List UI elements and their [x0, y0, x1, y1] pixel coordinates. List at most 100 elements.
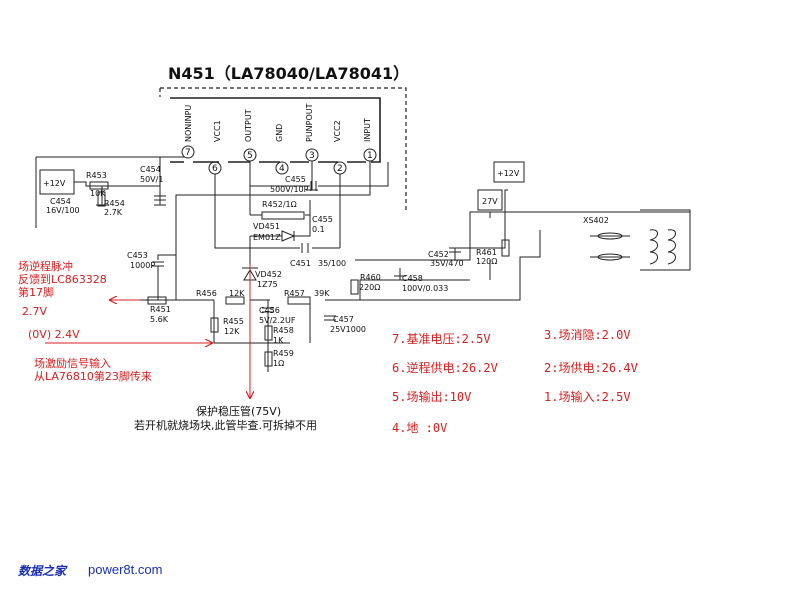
c455-plates — [310, 181, 317, 191]
c452-value: 35V/470 — [430, 259, 464, 268]
c457-label: C457 — [333, 315, 354, 324]
c454a-label: C454 — [140, 165, 161, 174]
r453-body — [89, 181, 109, 190]
c451-label: C451 — [290, 259, 311, 268]
feedback-line-3: 第17脚 — [18, 285, 54, 299]
ic-title: N451（LA78040/LA78041） — [168, 64, 409, 83]
input-line-1: 场激励信号输入 — [34, 356, 111, 370]
supply-right-label: +12V — [497, 169, 520, 178]
pin-5: 5 — [243, 148, 257, 162]
pin-3: 3 — [305, 148, 319, 162]
vd451-label: VD451 — [253, 222, 280, 231]
r459-label: R459 — [273, 349, 294, 358]
pin-3-name: PUNPOUT — [305, 103, 314, 142]
connector-pin-2 — [597, 253, 623, 261]
pin-6: 6 — [208, 161, 222, 175]
pin-2-name: VCC2 — [333, 120, 342, 142]
wiring — [35, 156, 691, 372]
brand-cn: 数据之家 — [18, 564, 68, 578]
feedback-line-1: 场逆程脉冲 — [18, 259, 73, 273]
c456-label: C456 — [259, 306, 280, 315]
pin-4-name: GND — [275, 124, 284, 142]
r453-label: R453 — [86, 171, 107, 180]
r452-label: R452/1Ω — [262, 200, 297, 209]
supply-left-label: +12V — [43, 179, 66, 188]
svg-text:3: 3 — [309, 151, 315, 161]
r451-value: 5.6K — [150, 315, 169, 324]
v27-box — [477, 189, 503, 211]
r454-label: R454 — [104, 199, 125, 208]
ic-pin-labels: NONINPU VCC1 OUTPUT GND PUNPOUT VCC2 INP… — [184, 103, 372, 142]
c453-label: C453 — [127, 251, 148, 260]
vd451-part: EM01Z — [253, 233, 281, 242]
connector-pin-1 — [597, 232, 623, 240]
c458-label: C458 — [402, 274, 423, 283]
pin-7-name: NONINPU — [184, 105, 193, 142]
voltage-pin-5: 5.场输出:10V — [392, 389, 471, 404]
r459-value: 1Ω — [273, 359, 284, 368]
svg-text:4: 4 — [279, 164, 285, 174]
protect-line-2: 若开机就烧场块,此管毕查.可拆掉不用 — [134, 418, 317, 432]
brand-watermark: 数据之家 power8t.com — [18, 562, 162, 578]
pin-2: 2 — [333, 161, 347, 175]
pin-voltage-legend: 7.基准电压:2.5V 6.逆程供电:26.2V 5.场输出:10V 4.地 :… — [392, 328, 638, 435]
ic-outline — [159, 87, 407, 212]
c457-value: 25V1000 — [330, 325, 366, 334]
vd452-label: VD452 — [255, 270, 282, 279]
r460-value: 220Ω — [359, 283, 380, 292]
r455-value: 12K — [224, 327, 240, 336]
c452-plates — [449, 247, 461, 253]
c453-value: 1000P — [130, 261, 155, 270]
pin-1: 1 — [363, 148, 377, 162]
c454b-value: 16V/100 — [46, 206, 80, 215]
supply-left-box — [39, 169, 75, 195]
c458-plates — [394, 275, 406, 281]
svg-text:1: 1 — [367, 151, 373, 161]
voltage-pin-1: 1.场输入:2.5V — [544, 389, 631, 404]
c458-value: 100V/0.033 — [402, 284, 448, 293]
ic-pin-circles: 7 6 5 4 3 2 1 — [181, 145, 377, 175]
pin-5-name: OUTPUT — [244, 109, 253, 142]
c455b-value: 0.1 — [312, 225, 325, 234]
voltage-pin-4: 4.地 :0V — [392, 421, 447, 435]
r459-body — [264, 351, 273, 367]
c455-label: C455 — [285, 175, 306, 184]
svg-text:6: 6 — [212, 164, 218, 174]
r457-label: R457 — [284, 289, 305, 298]
c455b-label: C455 — [312, 215, 333, 224]
c454a-plates — [154, 195, 166, 201]
r458-label: R458 — [273, 326, 294, 335]
v27-label: 27V — [482, 197, 498, 206]
c454a-value: 50V/1 — [140, 175, 163, 184]
svg-text:2: 2 — [337, 164, 343, 174]
pin-7: 7 — [181, 145, 195, 159]
r451-body — [147, 296, 167, 305]
vd452-part: 1Z75 — [257, 280, 278, 289]
r456-body — [225, 296, 245, 305]
r460-label: R460 — [360, 273, 381, 282]
annotations: 场逆程脉冲 反馈到LC863328 第17脚 2.7V (0V) 2.4V 场激… — [18, 259, 317, 432]
r455-label: R455 — [223, 317, 244, 326]
r456-label: R456 — [196, 289, 217, 298]
r461-label: R461 — [476, 248, 497, 257]
feedback-voltage: 2.7V — [22, 305, 47, 318]
vd451-diode — [281, 230, 296, 242]
feedback-line-2: 反馈到LC863328 — [18, 273, 107, 286]
voltage-pin-2: 2:场供电:26.4V — [544, 361, 638, 375]
r460-body — [350, 279, 359, 295]
yoke-coil-2 — [667, 229, 676, 265]
r455-body — [210, 317, 219, 333]
input-line-2: 从LA76810第23脚传来 — [34, 369, 152, 383]
pin-1-name: INPUT — [363, 118, 372, 142]
r452-body — [261, 211, 305, 220]
r458-value: 1K — [273, 336, 284, 345]
svg-text:5: 5 — [247, 151, 253, 161]
voltage-pin-7: 7.基准电压:2.5V — [392, 332, 491, 346]
pin-4: 4 — [275, 161, 289, 175]
c457-plates — [324, 315, 336, 321]
voltage-pin-3: 3.场消隐:2.0V — [544, 328, 631, 342]
r454-value: 2.7K — [104, 208, 123, 217]
r451-label: R451 — [150, 305, 171, 314]
r461-value: 120Ω — [476, 257, 497, 266]
